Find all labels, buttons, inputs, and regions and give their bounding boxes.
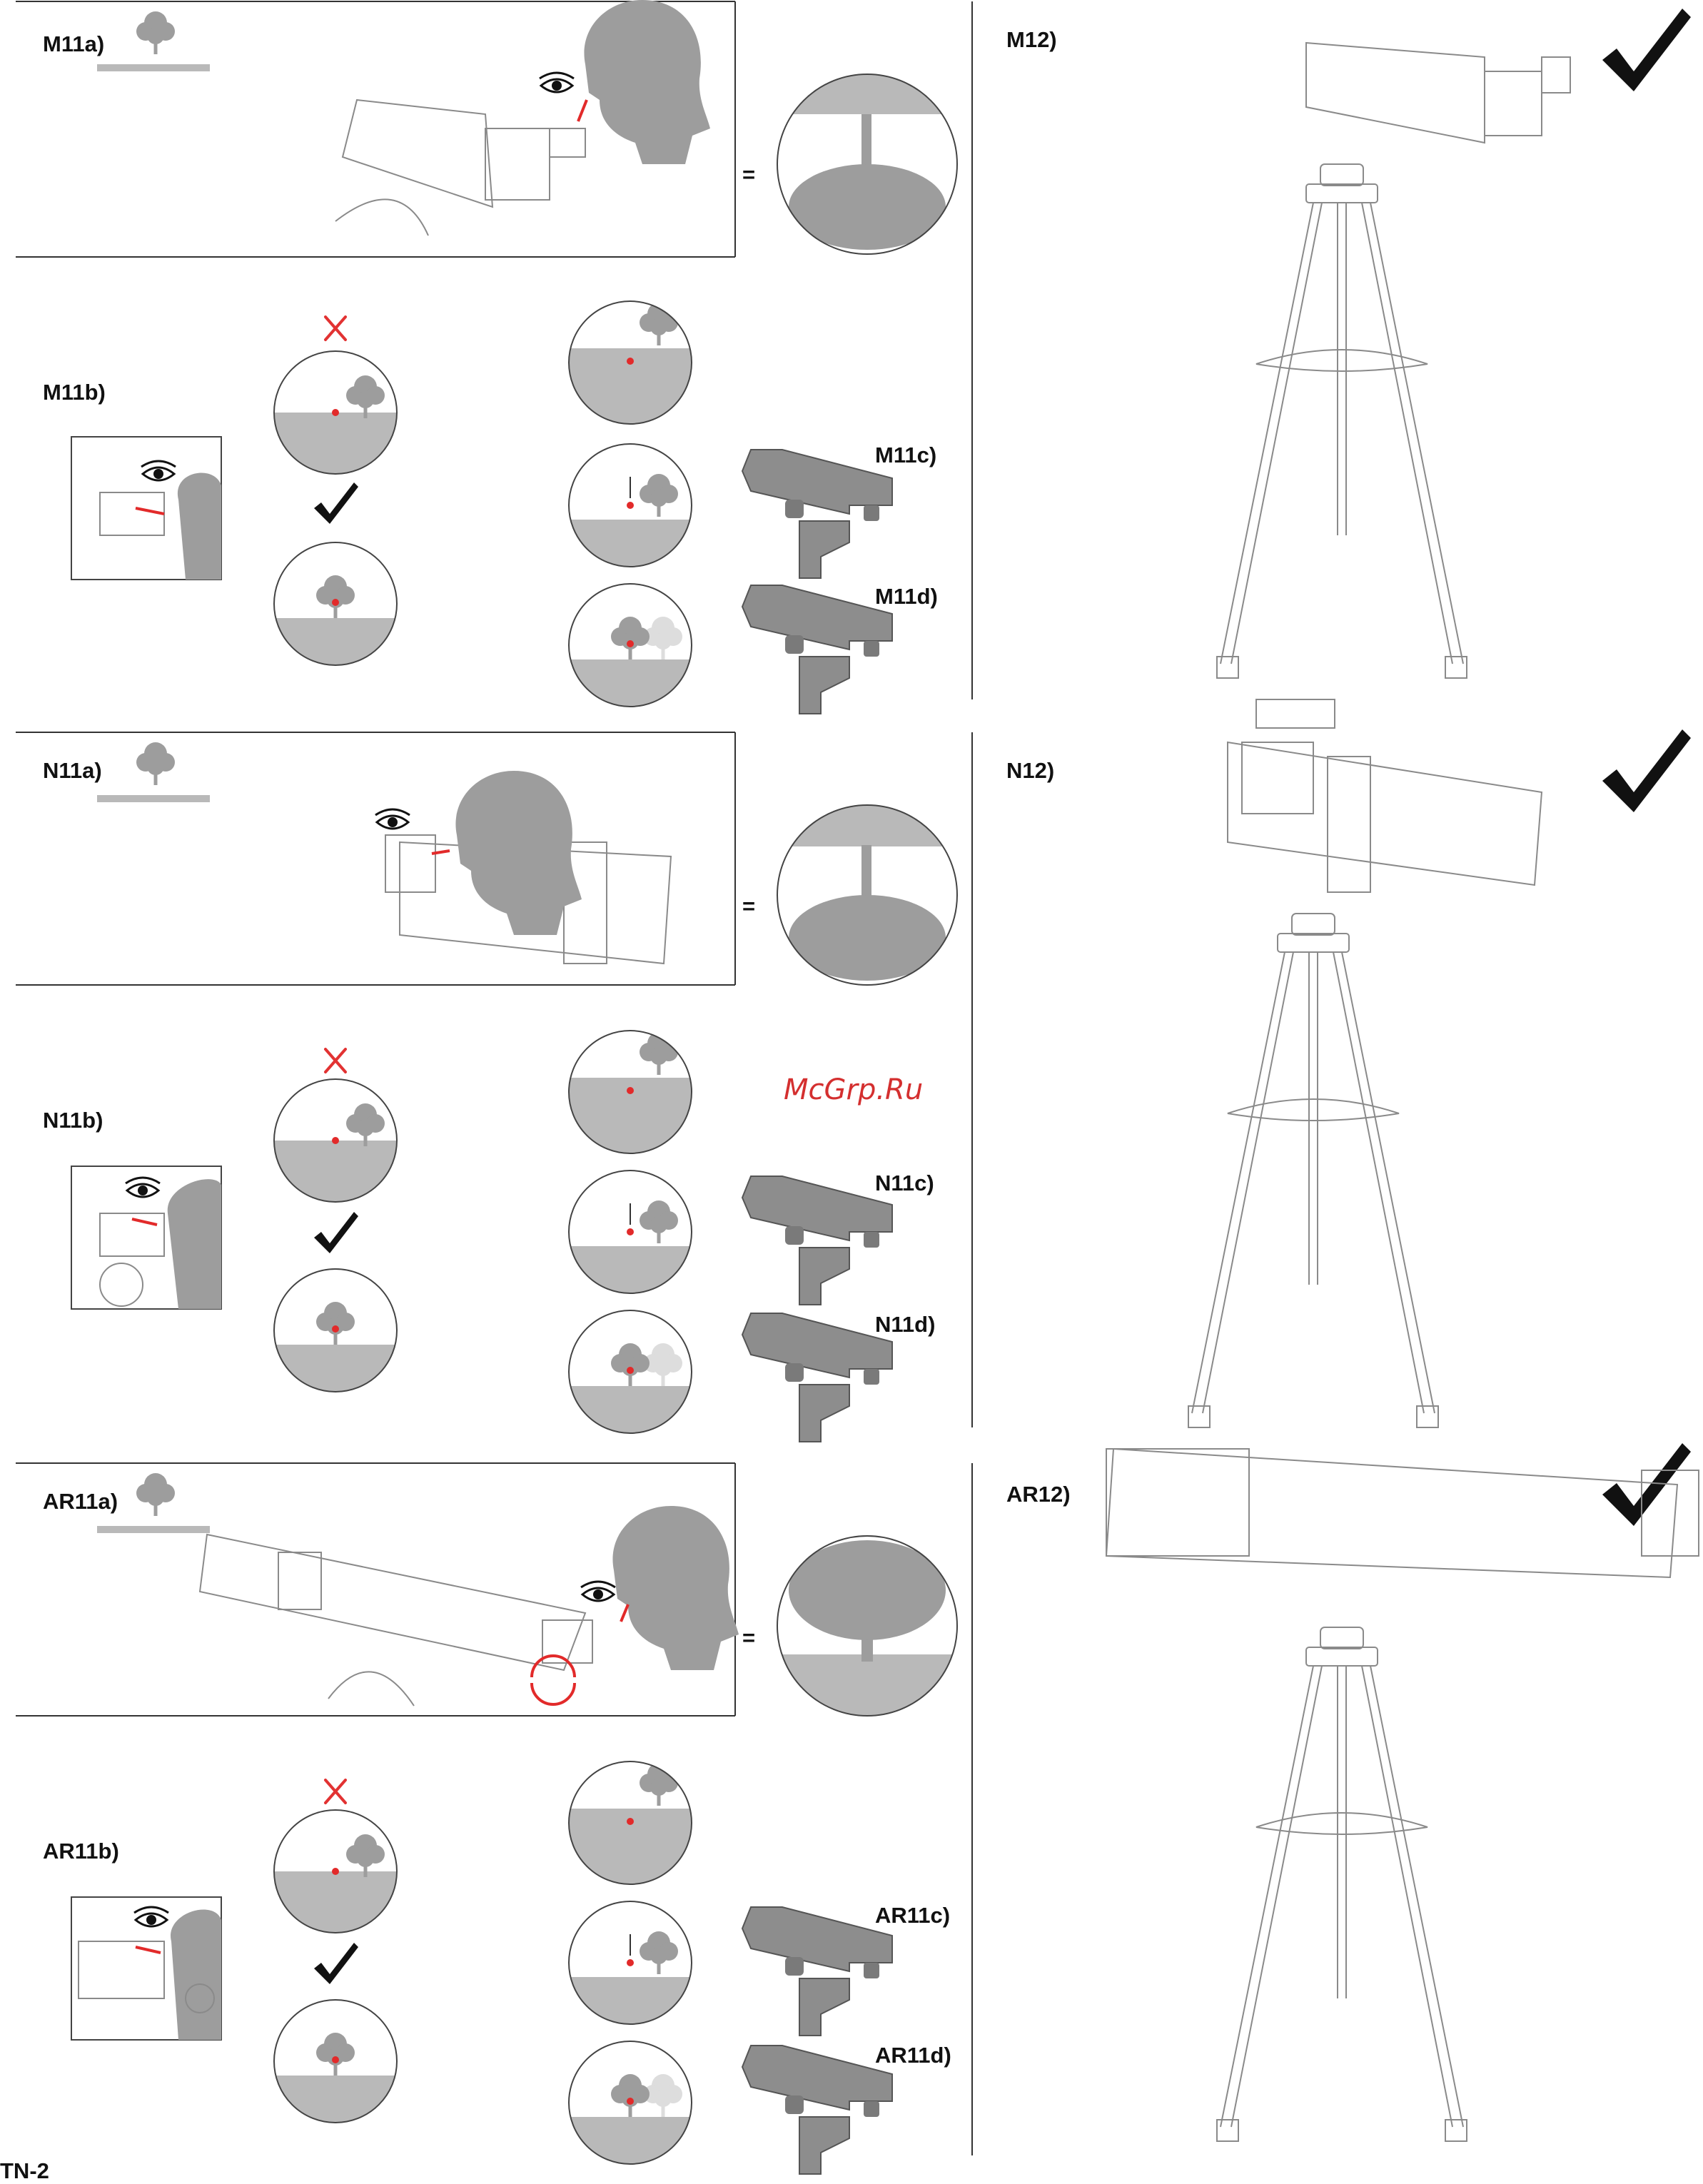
- tree-icon: [136, 11, 175, 54]
- head-silhouette-icon: [612, 1506, 739, 1670]
- view-circle: [271, 351, 400, 477]
- label-ar11d: AR11d): [875, 2043, 951, 2068]
- view-circle: [566, 444, 694, 584]
- view-circle: [566, 1031, 694, 1156]
- label-ar11c: AR11c): [875, 1903, 950, 1928]
- view-circle: [774, 1536, 960, 1726]
- label-m12: M12): [1006, 27, 1057, 52]
- label-n11b: N11b): [43, 1108, 103, 1133]
- view-circle: [566, 1901, 694, 2041]
- view-circle: [271, 1079, 400, 1205]
- checkmark-icon: [314, 482, 358, 524]
- head-silhouette-icon: [584, 0, 710, 164]
- watermark: McGrp.Ru: [784, 1073, 923, 1106]
- view-circle: [566, 1761, 694, 1887]
- checkmark-icon: [1602, 729, 1691, 812]
- view-circle: [271, 1269, 400, 1409]
- eye-icon: [375, 809, 410, 829]
- red-dot-finder-icon: [742, 1176, 892, 1305]
- ground-line: [97, 795, 210, 802]
- label-ar11b: AR11b): [43, 1839, 119, 1864]
- view-circle: [566, 301, 694, 427]
- checkmark-icon: [1602, 9, 1691, 91]
- equals-sign: =: [742, 1625, 755, 1650]
- red-dot-finder-icon: [742, 450, 892, 578]
- label-ar11a: AR11a): [43, 1489, 118, 1514]
- finder-inset: [71, 1897, 221, 2040]
- red-dot-finder-icon: [742, 585, 892, 714]
- section-ar: AR11a) = AR11b): [16, 1443, 1699, 2181]
- section-n: N11a) = N11b): [16, 699, 1691, 1450]
- tripod-icon: [1217, 1627, 1467, 2141]
- view-circle: [271, 1810, 400, 1936]
- red-dot-finder-icon: [742, 1313, 892, 1442]
- label-n11a: N11a): [43, 758, 102, 783]
- view-circle: [566, 584, 694, 724]
- view-circle: [566, 1171, 694, 1310]
- telescope-icon: [335, 100, 585, 236]
- label-m11a: M11a): [43, 31, 104, 56]
- ground-line: [97, 1526, 210, 1533]
- finder-inset: [71, 1166, 221, 1309]
- label-m11c: M11c): [875, 443, 936, 467]
- tree-icon: [136, 1473, 175, 1516]
- view-circle: [566, 1310, 694, 1450]
- page-number: TN-2: [0, 2158, 49, 2183]
- view-circle: [566, 2041, 694, 2181]
- telescope-icon: [1228, 699, 1542, 892]
- x-mark-icon: [325, 1780, 345, 1803]
- label-n12: N12): [1006, 758, 1054, 783]
- tripod-icon: [1217, 164, 1467, 678]
- label-n11c: N11c): [875, 1171, 934, 1195]
- view-circle: [271, 542, 400, 682]
- tripod-icon: [1188, 914, 1438, 1427]
- checkmark-icon: [314, 1212, 358, 1253]
- label-ar12: AR12): [1006, 1482, 1071, 1507]
- red-dot-finder-icon: [742, 2046, 892, 2174]
- x-mark-icon: [325, 317, 345, 340]
- head-silhouette-icon: [455, 771, 582, 935]
- ground-line: [97, 64, 210, 71]
- label-n11d: N11d): [875, 1312, 935, 1337]
- x-mark-icon: [325, 1049, 345, 1072]
- view-circle: [774, 802, 960, 985]
- checkmark-icon: [314, 1943, 358, 1984]
- view-circle: [271, 2000, 400, 2140]
- label-m11b: M11b): [43, 380, 106, 405]
- finder-inset: [71, 437, 221, 580]
- equals-sign: =: [742, 162, 755, 187]
- telescope-icon: [1106, 1449, 1699, 1577]
- telescope-icon: [1306, 43, 1570, 143]
- label-m11d: M11d): [875, 584, 938, 609]
- eye-icon: [581, 1582, 615, 1601]
- section-m: M11a) = M11b): [16, 0, 1691, 724]
- eye-icon: [540, 73, 574, 92]
- red-dot-finder-icon: [742, 1907, 892, 2036]
- telescope-icon: [200, 1535, 592, 1706]
- view-circle: [774, 71, 960, 254]
- tree-icon: [136, 742, 175, 785]
- equals-sign: =: [742, 894, 755, 919]
